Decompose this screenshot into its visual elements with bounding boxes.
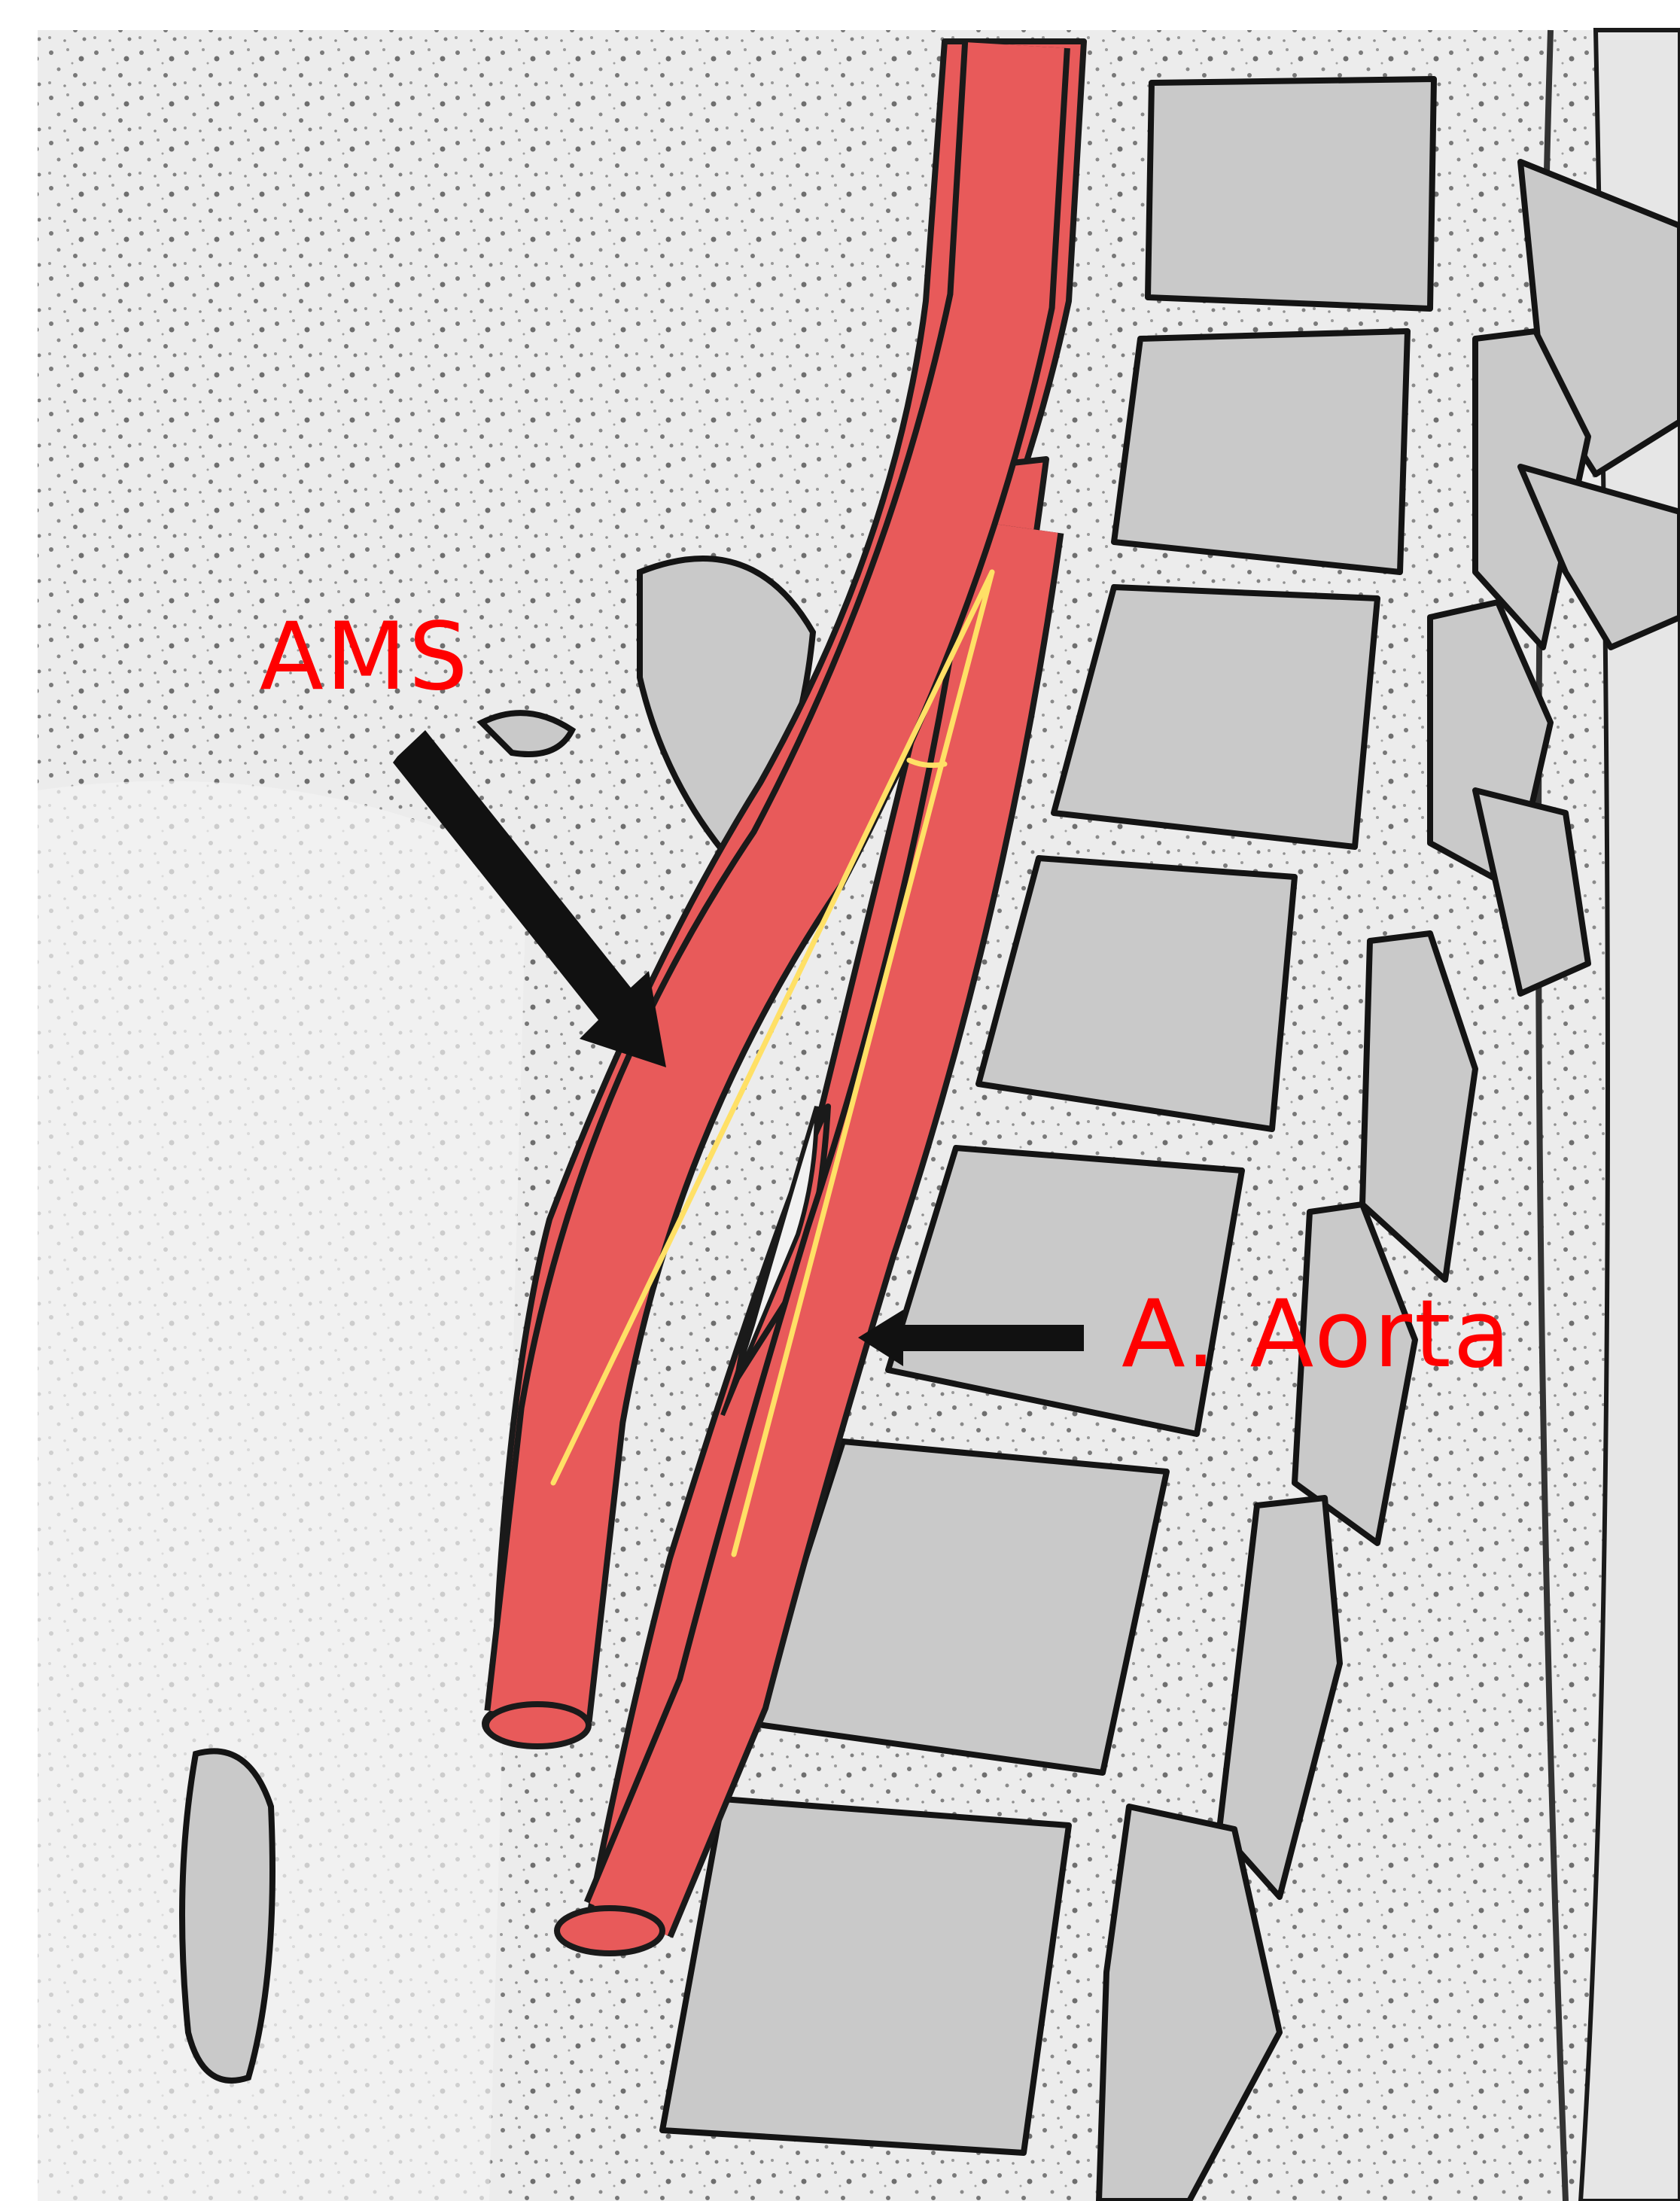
vertebral-body-1 [1148, 79, 1434, 309]
vertebral-body-3 [1054, 587, 1377, 847]
fat-region [38, 781, 527, 2201]
ams-label: AMS [260, 603, 470, 711]
ams-tube-end [486, 1704, 589, 1746]
aorta-vessel-end [557, 1908, 662, 1953]
vertebral-body-7 [662, 1799, 1069, 2153]
bowel-loop-lower [182, 1751, 272, 2081]
aorta-label: A. Aorta [1122, 1280, 1513, 1389]
vertebral-body-2 [1114, 331, 1408, 572]
vertebral-body-4 [978, 858, 1295, 1129]
